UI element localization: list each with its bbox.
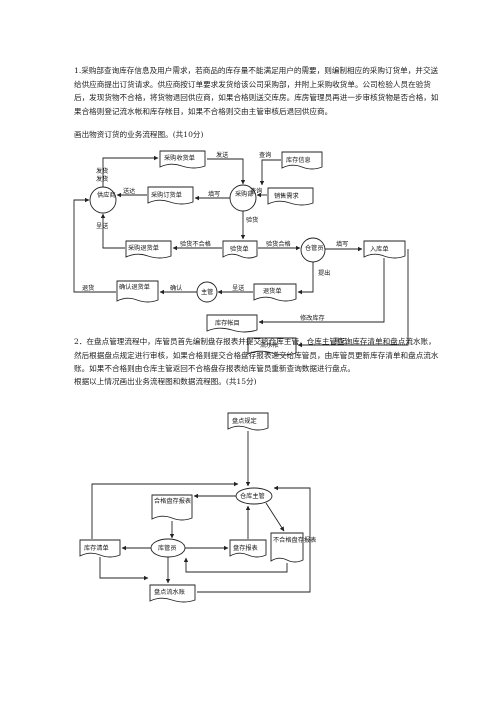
svg-text:修改库存: 修改库存 — [300, 314, 325, 322]
svg-text:仓库主管: 仓库主管 — [240, 492, 265, 500]
doc-return-note: 采购退货单 — [125, 240, 172, 259]
svg-text:提出: 提出 — [318, 269, 330, 277]
svg-text:盘存报表: 盘存报表 — [233, 544, 258, 552]
svg-text:仓管员: 仓管员 — [305, 244, 324, 252]
svg-text:验货不合格: 验货不合格 — [180, 240, 212, 248]
svg-text:库存清单: 库存清单 — [84, 544, 109, 552]
svg-text:填写: 填写 — [208, 190, 220, 198]
svg-text:盘点规定: 盘点规定 — [232, 417, 257, 425]
entity-keeper2: 库管员 — [150, 538, 186, 558]
question-2-prompt: 根据以上情况画出业务流程图和数据流程图。(共15分) — [74, 377, 257, 386]
doc-report: 盘存报表 — [229, 539, 267, 558]
doc-confirm-return: 确认退货单 — [116, 280, 159, 303]
svg-text:库管员: 库管员 — [158, 544, 177, 552]
svg-text:发货: 发货 — [96, 167, 108, 175]
svg-text:采购部: 采购部 — [235, 190, 254, 198]
svg-text:盘点流水账: 盘点流水账 — [154, 588, 185, 596]
svg-text:登记: 登记 — [334, 337, 346, 345]
svg-text:不合格盘存报表: 不合格盘存报表 — [273, 536, 316, 544]
svg-text:送达: 送达 — [123, 187, 135, 195]
doc-journal: 流水帐 — [247, 337, 297, 356]
doc-stock-ledger: 库存帐目 — [206, 314, 258, 333]
svg-text:入库单: 入库单 — [370, 245, 389, 253]
svg-text:呈送: 呈送 — [232, 284, 245, 292]
svg-text:查询: 查询 — [250, 187, 262, 195]
svg-text:验货合格: 验货合格 — [266, 240, 292, 248]
doc-qualified-report: 合格盘存报表 — [151, 494, 193, 521]
doc-rules: 盘点规定 — [227, 412, 269, 431]
svg-text:发货: 发货 — [96, 175, 108, 183]
doc-purchase-order: 采购订货单 — [147, 186, 194, 205]
doc-sales-demand: 销售需求 — [267, 187, 314, 206]
svg-text:主管: 主管 — [201, 288, 213, 296]
svg-text:合格盘存报表: 合格盘存报表 — [154, 497, 191, 505]
svg-text:销售需求: 销售需求 — [274, 192, 299, 200]
doc-purchase-receipt: 采购收货单 — [159, 150, 206, 169]
svg-text:供应商: 供应商 — [97, 191, 116, 199]
svg-text:采购订货单: 采购订货单 — [151, 191, 182, 199]
svg-text:库存信息: 库存信息 — [286, 156, 311, 164]
doc-stock-list: 库存清单 — [79, 539, 121, 558]
question-1-text: 1.采购部查询库存信息及用户需求，若商品的库存量不能满足用户的需要，则编制相应的… — [74, 66, 439, 116]
svg-text:退货: 退货 — [82, 284, 94, 292]
svg-text:退货单: 退货单 — [263, 287, 282, 295]
svg-text:验货单: 验货单 — [230, 245, 249, 253]
svg-text:流水帐: 流水帐 — [260, 341, 279, 349]
question-2-text: 2．在盘点管理流程中，库管员首先编制盘存报表并提交给仓库主管，仓库主管查询库存清… — [74, 337, 439, 374]
doc-journal2: 盘点流水账 — [149, 584, 196, 603]
svg-text:验货: 验货 — [246, 216, 258, 224]
question-1-prompt: 画出物资订货的业务流程图。(共10分) — [74, 130, 204, 139]
doc-storage-note: 入库单 — [363, 240, 406, 259]
svg-text:确认退货单: 确认退货单 — [119, 283, 150, 291]
svg-text:填写: 填写 — [336, 240, 348, 248]
svg-text:发送: 发送 — [216, 151, 229, 159]
doc-unqualified-report: 不合格盘存报表 — [270, 532, 316, 563]
doc-inspect-note: 验货单 — [222, 240, 258, 259]
svg-text:查询: 查询 — [259, 151, 271, 159]
doc-return-bill: 退货单 — [253, 283, 297, 302]
svg-text:库存帐目: 库存帐目 — [215, 319, 240, 327]
svg-text:呈送: 呈送 — [96, 222, 109, 230]
doc-inventory-info: 库存信息 — [281, 151, 323, 170]
entity-keeper: 仓管员 — [300, 237, 326, 263]
svg-text:采购收货单: 采购收货单 — [164, 154, 195, 162]
entity-manager: 仓库主管 — [235, 487, 273, 505]
svg-text:确认: 确认 — [170, 284, 182, 292]
svg-text:采购退货单: 采购退货单 — [128, 244, 159, 252]
